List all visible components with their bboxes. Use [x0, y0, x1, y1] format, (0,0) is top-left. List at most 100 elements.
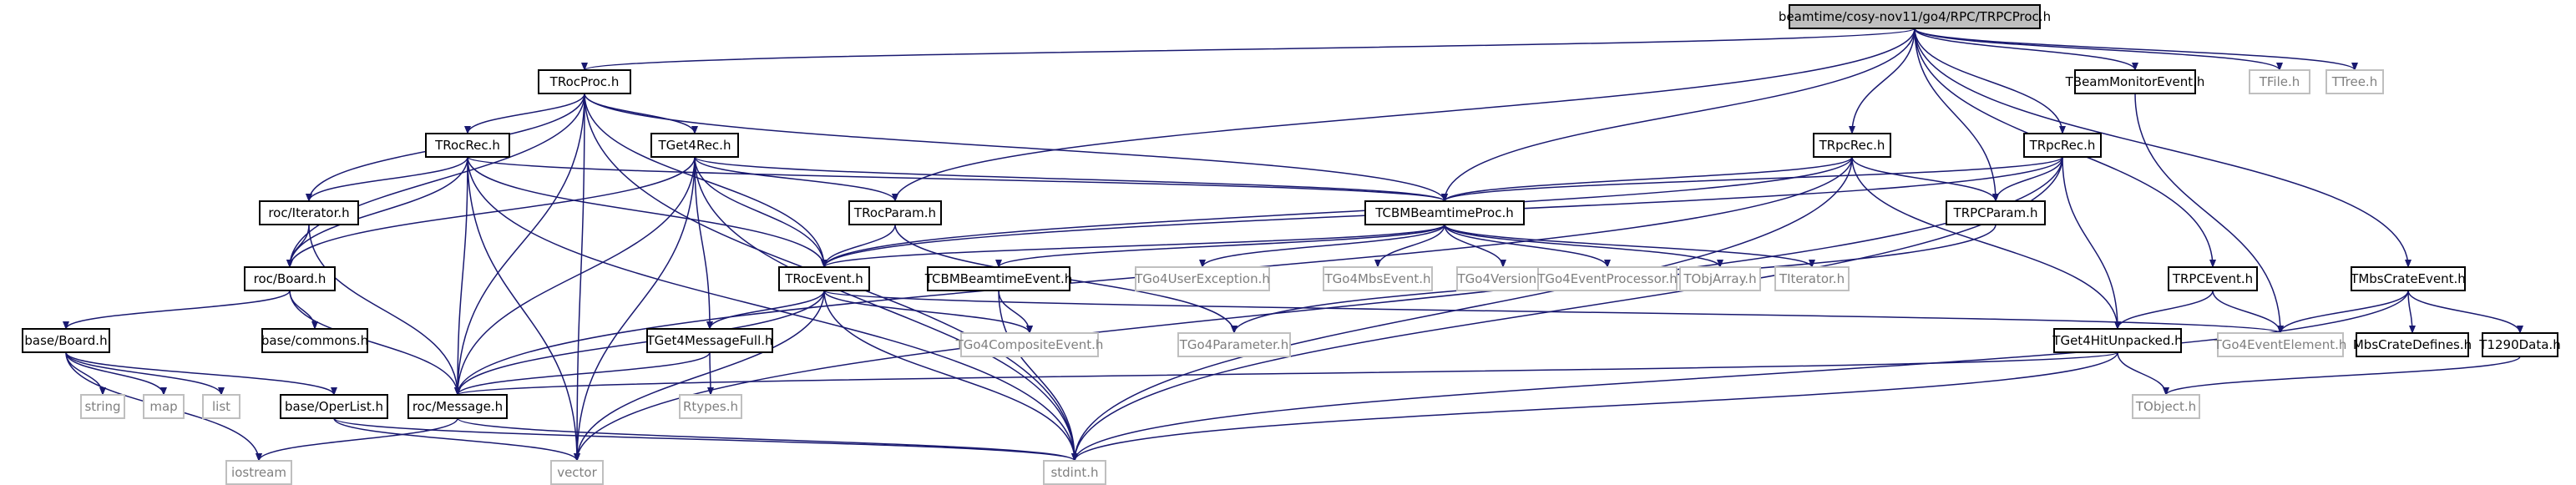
edge-baseOperList-to-stdint	[333, 417, 1078, 462]
node-baseOperList[interactable]: base/OperList.h	[280, 394, 388, 419]
edge-arrow	[467, 156, 1448, 202]
edge-arrow	[1374, 224, 1445, 268]
node-label: TGo4MbsEvent.h	[1323, 271, 1430, 286]
edge-TBeamMonitorEvent-to-TGo4EventElement	[2134, 93, 2284, 334]
node-box	[1364, 200, 1525, 225]
node-TRpcRec2[interactable]: TRpcRec.h	[2023, 133, 2102, 158]
node-box	[1774, 266, 1850, 291]
edge-arrow	[694, 156, 827, 268]
node-box	[2482, 332, 2558, 357]
node-box	[2217, 332, 2344, 357]
edge-arrow	[2117, 351, 2169, 396]
node-box	[261, 328, 368, 353]
node-string: string	[80, 394, 125, 419]
node-list: list	[202, 394, 240, 419]
node-label: string	[84, 399, 120, 414]
node-label: TRPCEvent.h	[2172, 271, 2253, 286]
node-label: TRocRec.h	[434, 138, 500, 153]
edge-root-to-TRpcRec1	[1849, 28, 1916, 134]
edge-arrow	[1444, 224, 1723, 268]
edge-root-to-TFile	[1914, 28, 2283, 71]
node-box	[1946, 200, 2046, 225]
edge-TCBMBeamtimeProc-to-TGo4EventProcessor	[1444, 224, 1611, 268]
edge-arrow	[694, 156, 1448, 202]
edge-rocBoard-to-rocMessage	[289, 290, 461, 396]
edge-arrow	[286, 93, 585, 268]
edge-TRocEvent-to-stdint	[823, 290, 1078, 462]
node-label: TRPCParam.h	[1953, 205, 2038, 220]
node-rocBoard[interactable]: roc/Board.h	[244, 266, 336, 291]
edge-arrow	[2277, 290, 2409, 334]
edge-TRocEvent-to-vector	[574, 290, 825, 462]
node-T1290Data[interactable]: T1290Data.h	[2478, 332, 2561, 357]
edge-arrow	[1914, 28, 2412, 268]
node-TRPCParam[interactable]: TRPCParam.h	[1946, 200, 2046, 225]
edge-TCBMBeamtimeProc-to-TIterator	[1444, 224, 1815, 268]
edge-arrow	[457, 417, 1078, 462]
node-TRocEvent[interactable]: TRocEvent.h	[778, 266, 870, 291]
node-TGet4HitUnpacked[interactable]: TGet4HitUnpacked.h	[2052, 328, 2183, 353]
node-label: stdint.h	[1050, 465, 1098, 480]
node-TRPCEvent[interactable]: TRPCEvent.h	[2168, 266, 2258, 291]
edge-arrow	[1071, 290, 2409, 462]
node-TObject: TObject.h	[2132, 394, 2200, 419]
edge-arrow	[256, 417, 458, 462]
edge-arrow	[454, 156, 468, 396]
node-label: map	[149, 399, 177, 414]
node-MbsCrateDefines[interactable]: MbsCrateDefines.h	[2353, 332, 2472, 357]
node-baseCommons[interactable]: base/commons.h	[261, 328, 368, 353]
edge-arrow	[1071, 156, 2063, 462]
node-box	[280, 394, 388, 419]
node-TGet4Rec[interactable]: TGet4Rec.h	[650, 133, 739, 158]
node-TMbsCrateEvent[interactable]: TMbsCrateEvent.h	[2350, 266, 2466, 291]
node-TCBMBeamtimeProc[interactable]: TCBMBeamtimeProc.h	[1364, 200, 1525, 225]
edge-TGet4Rec-to-TGet4MessageFull	[694, 156, 713, 330]
edge-rocIterator-to-rocMessage	[308, 224, 461, 396]
node-box	[2053, 328, 2182, 353]
node-box	[1789, 4, 2041, 29]
node-label: iostream	[231, 465, 286, 480]
node-TRocParam[interactable]: TRocParam.h	[848, 200, 942, 225]
edge-TRpcRec2-to-TGet4HitUnpacked	[2062, 156, 2121, 330]
edge-arrow	[1849, 28, 1916, 134]
edge-TMbsCrateEvent-to-MbsCrateDefines	[2407, 290, 2416, 334]
edge-TRocRec-to-rocMessage	[454, 156, 468, 396]
node-TGet4MessageFull[interactable]: TGet4MessageFull.h	[645, 328, 773, 353]
edge-arrow	[1071, 156, 1853, 462]
node-label: TCBMBeamtimeProc.h	[1374, 205, 1514, 220]
node-label: Rtypes.h	[683, 399, 738, 414]
node-box	[927, 266, 1070, 291]
node-label: TRpcRec.h	[1819, 138, 1885, 153]
node-box	[646, 328, 773, 353]
node-label: TTree.h	[2331, 74, 2377, 89]
edge-layer	[63, 28, 2523, 462]
node-box	[2132, 394, 2200, 419]
node-TRpcRec1[interactable]: TRpcRec.h	[1813, 133, 1891, 158]
node-baseBoard[interactable]: base/Board.h	[22, 328, 110, 353]
node-label: TRpcRec.h	[2029, 138, 2096, 153]
edge-arrow	[289, 290, 318, 330]
edge-arrow	[1441, 156, 1853, 202]
node-rocMessage[interactable]: roc/Message.h	[407, 394, 508, 419]
edge-arrow	[454, 156, 696, 396]
edge-TGet4Rec-to-TCBMBeamtimeProc	[694, 156, 1448, 202]
node-TGo4Version: TGo4Version.h	[1456, 266, 1550, 291]
node-TCBMBeamtimeEvent[interactable]: TCBMBeamtimeEvent.h	[924, 266, 1072, 291]
node-label: TGo4UserException.h	[1134, 271, 1270, 286]
edge-arrow	[823, 290, 1033, 334]
edge-arrow	[823, 290, 2284, 334]
node-TBeamMonitorEvent[interactable]: TBeamMonitorEvent.h	[2065, 69, 2205, 94]
edge-arrow	[1071, 351, 2118, 462]
edge-root-to-TRocParam	[892, 28, 1916, 202]
node-label: MbsCrateDefines.h	[2353, 337, 2472, 352]
node-box	[1813, 133, 1891, 158]
node-TRocRec[interactable]: TRocRec.h	[425, 133, 510, 158]
edge-TCBMBeamtimeProc-to-TObjArray	[1444, 224, 1723, 268]
node-label: TRocEvent.h	[784, 271, 863, 286]
edge-arrow	[574, 290, 825, 462]
node-TRocProc[interactable]: TRocProc.h	[538, 69, 631, 94]
node-box	[550, 460, 604, 485]
node-root[interactable]: beamtime/cosy-nov11/go4/RPC/TRPCProc.h	[1779, 4, 2051, 29]
node-rocIterator[interactable]: roc/Iterator.h	[259, 200, 359, 225]
edge-TRocRec-to-rocIterator	[306, 156, 468, 202]
